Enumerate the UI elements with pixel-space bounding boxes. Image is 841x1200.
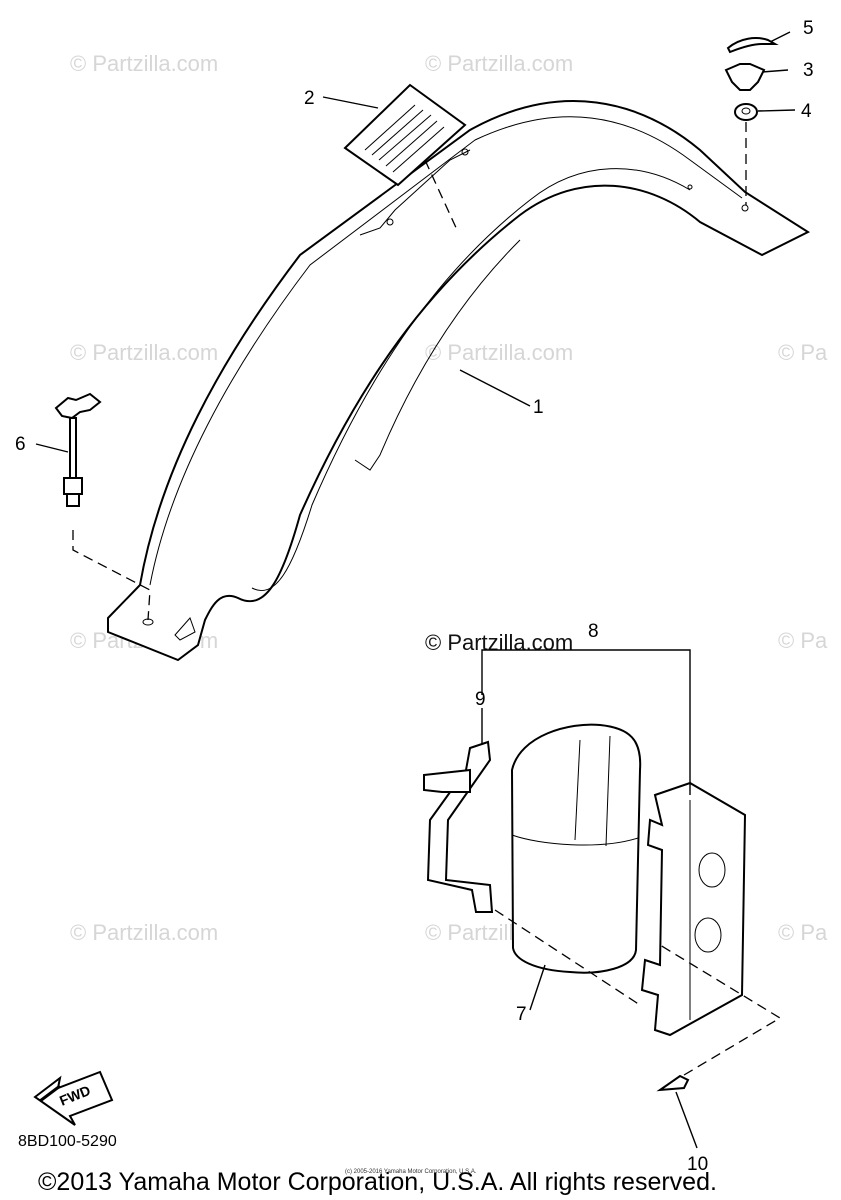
label-placement-line — [424, 159, 459, 233]
callout-7: 7 — [516, 1004, 527, 1025]
leader-2 — [322, 96, 379, 109]
callout-6: 6 — [15, 434, 26, 455]
leader-4 — [757, 109, 796, 112]
bolt-tip — [66, 493, 80, 507]
callouts: 1 2 3 4 5 6 7 8 9 10 — [15, 18, 814, 1175]
bracket-hole — [698, 852, 726, 888]
leader-1 — [459, 369, 531, 407]
small-copyright: (c) 2005-2016 Yamaha Motor Corporation, … — [345, 1169, 477, 1175]
fender-outline — [107, 100, 811, 662]
fender-part — [107, 100, 811, 662]
leader-8 — [481, 649, 691, 795]
watermark: © Partzilla.com — [70, 340, 218, 365]
leader-10 — [675, 1091, 698, 1149]
fender-hole — [741, 204, 749, 212]
fender-rail — [354, 239, 521, 471]
tool-box-corner — [574, 735, 611, 847]
hardware-top-right — [724, 37, 779, 205]
watermark: © Pa — [778, 340, 828, 365]
leader-lines — [35, 31, 796, 1149]
bolt-placement-line — [72, 530, 151, 621]
bolt-shank — [69, 417, 77, 479]
rubber-damper — [734, 103, 758, 121]
band-hook — [423, 768, 471, 793]
fender-hole — [461, 148, 469, 156]
label-sheet — [343, 83, 467, 187]
callout-5: 5 — [803, 18, 814, 39]
fender-inner-edge — [251, 168, 691, 592]
footer-copyright: ©2013 Yamaha Motor Corporation, U.S.A. A… — [38, 1168, 717, 1196]
callout-3: 3 — [803, 60, 814, 81]
damper-hole — [741, 107, 751, 115]
tool-box-assembly — [423, 723, 782, 1092]
fender-rail — [359, 149, 471, 236]
rubber-band — [426, 740, 494, 913]
tool-box-body — [510, 723, 642, 974]
leader-5 — [769, 31, 791, 43]
bolt-spacer — [63, 477, 83, 495]
watermark: © Pa — [778, 920, 828, 945]
wing-nut — [724, 63, 766, 91]
rivet-line — [659, 944, 782, 1076]
fwd-arrow-icon: FWD — [33, 1070, 114, 1126]
rivet — [656, 1074, 690, 1092]
tool-box-lid-edge — [511, 834, 639, 846]
fender-hole — [386, 218, 394, 226]
watermark: © Partzilla.com — [70, 51, 218, 76]
label-text-lines — [364, 104, 445, 173]
callout-9: 9 — [475, 689, 486, 710]
fender-mount-tab — [174, 617, 196, 641]
label-part — [343, 83, 467, 233]
callout-10: 10 — [687, 1154, 708, 1175]
leader-6 — [35, 443, 69, 453]
callout-4: 4 — [801, 101, 812, 122]
fender-hole — [687, 184, 693, 190]
fender-inner-edge — [149, 116, 743, 586]
band-line — [494, 909, 641, 1006]
callout-8: 8 — [588, 621, 599, 642]
leader-7 — [529, 964, 546, 1011]
tool-box-bracket — [640, 781, 747, 1037]
callout-1: 1 — [533, 397, 544, 418]
pin-clip — [726, 37, 779, 54]
watermark: © Partzilla.com — [425, 340, 573, 365]
watermark: © Partzilla.com — [425, 51, 573, 76]
bolt-part — [54, 392, 151, 621]
watermark: © Partzilla.com — [70, 920, 218, 945]
diagram-code: 8BD100-5290 — [18, 1133, 117, 1150]
watermark: © Pa — [778, 628, 828, 653]
leader-3 — [761, 69, 789, 73]
wing-bolt-head — [54, 392, 102, 420]
callout-2: 2 — [304, 88, 315, 109]
bracket-hole — [694, 917, 722, 953]
watermark-dark: © Partzilla.com — [425, 630, 573, 655]
